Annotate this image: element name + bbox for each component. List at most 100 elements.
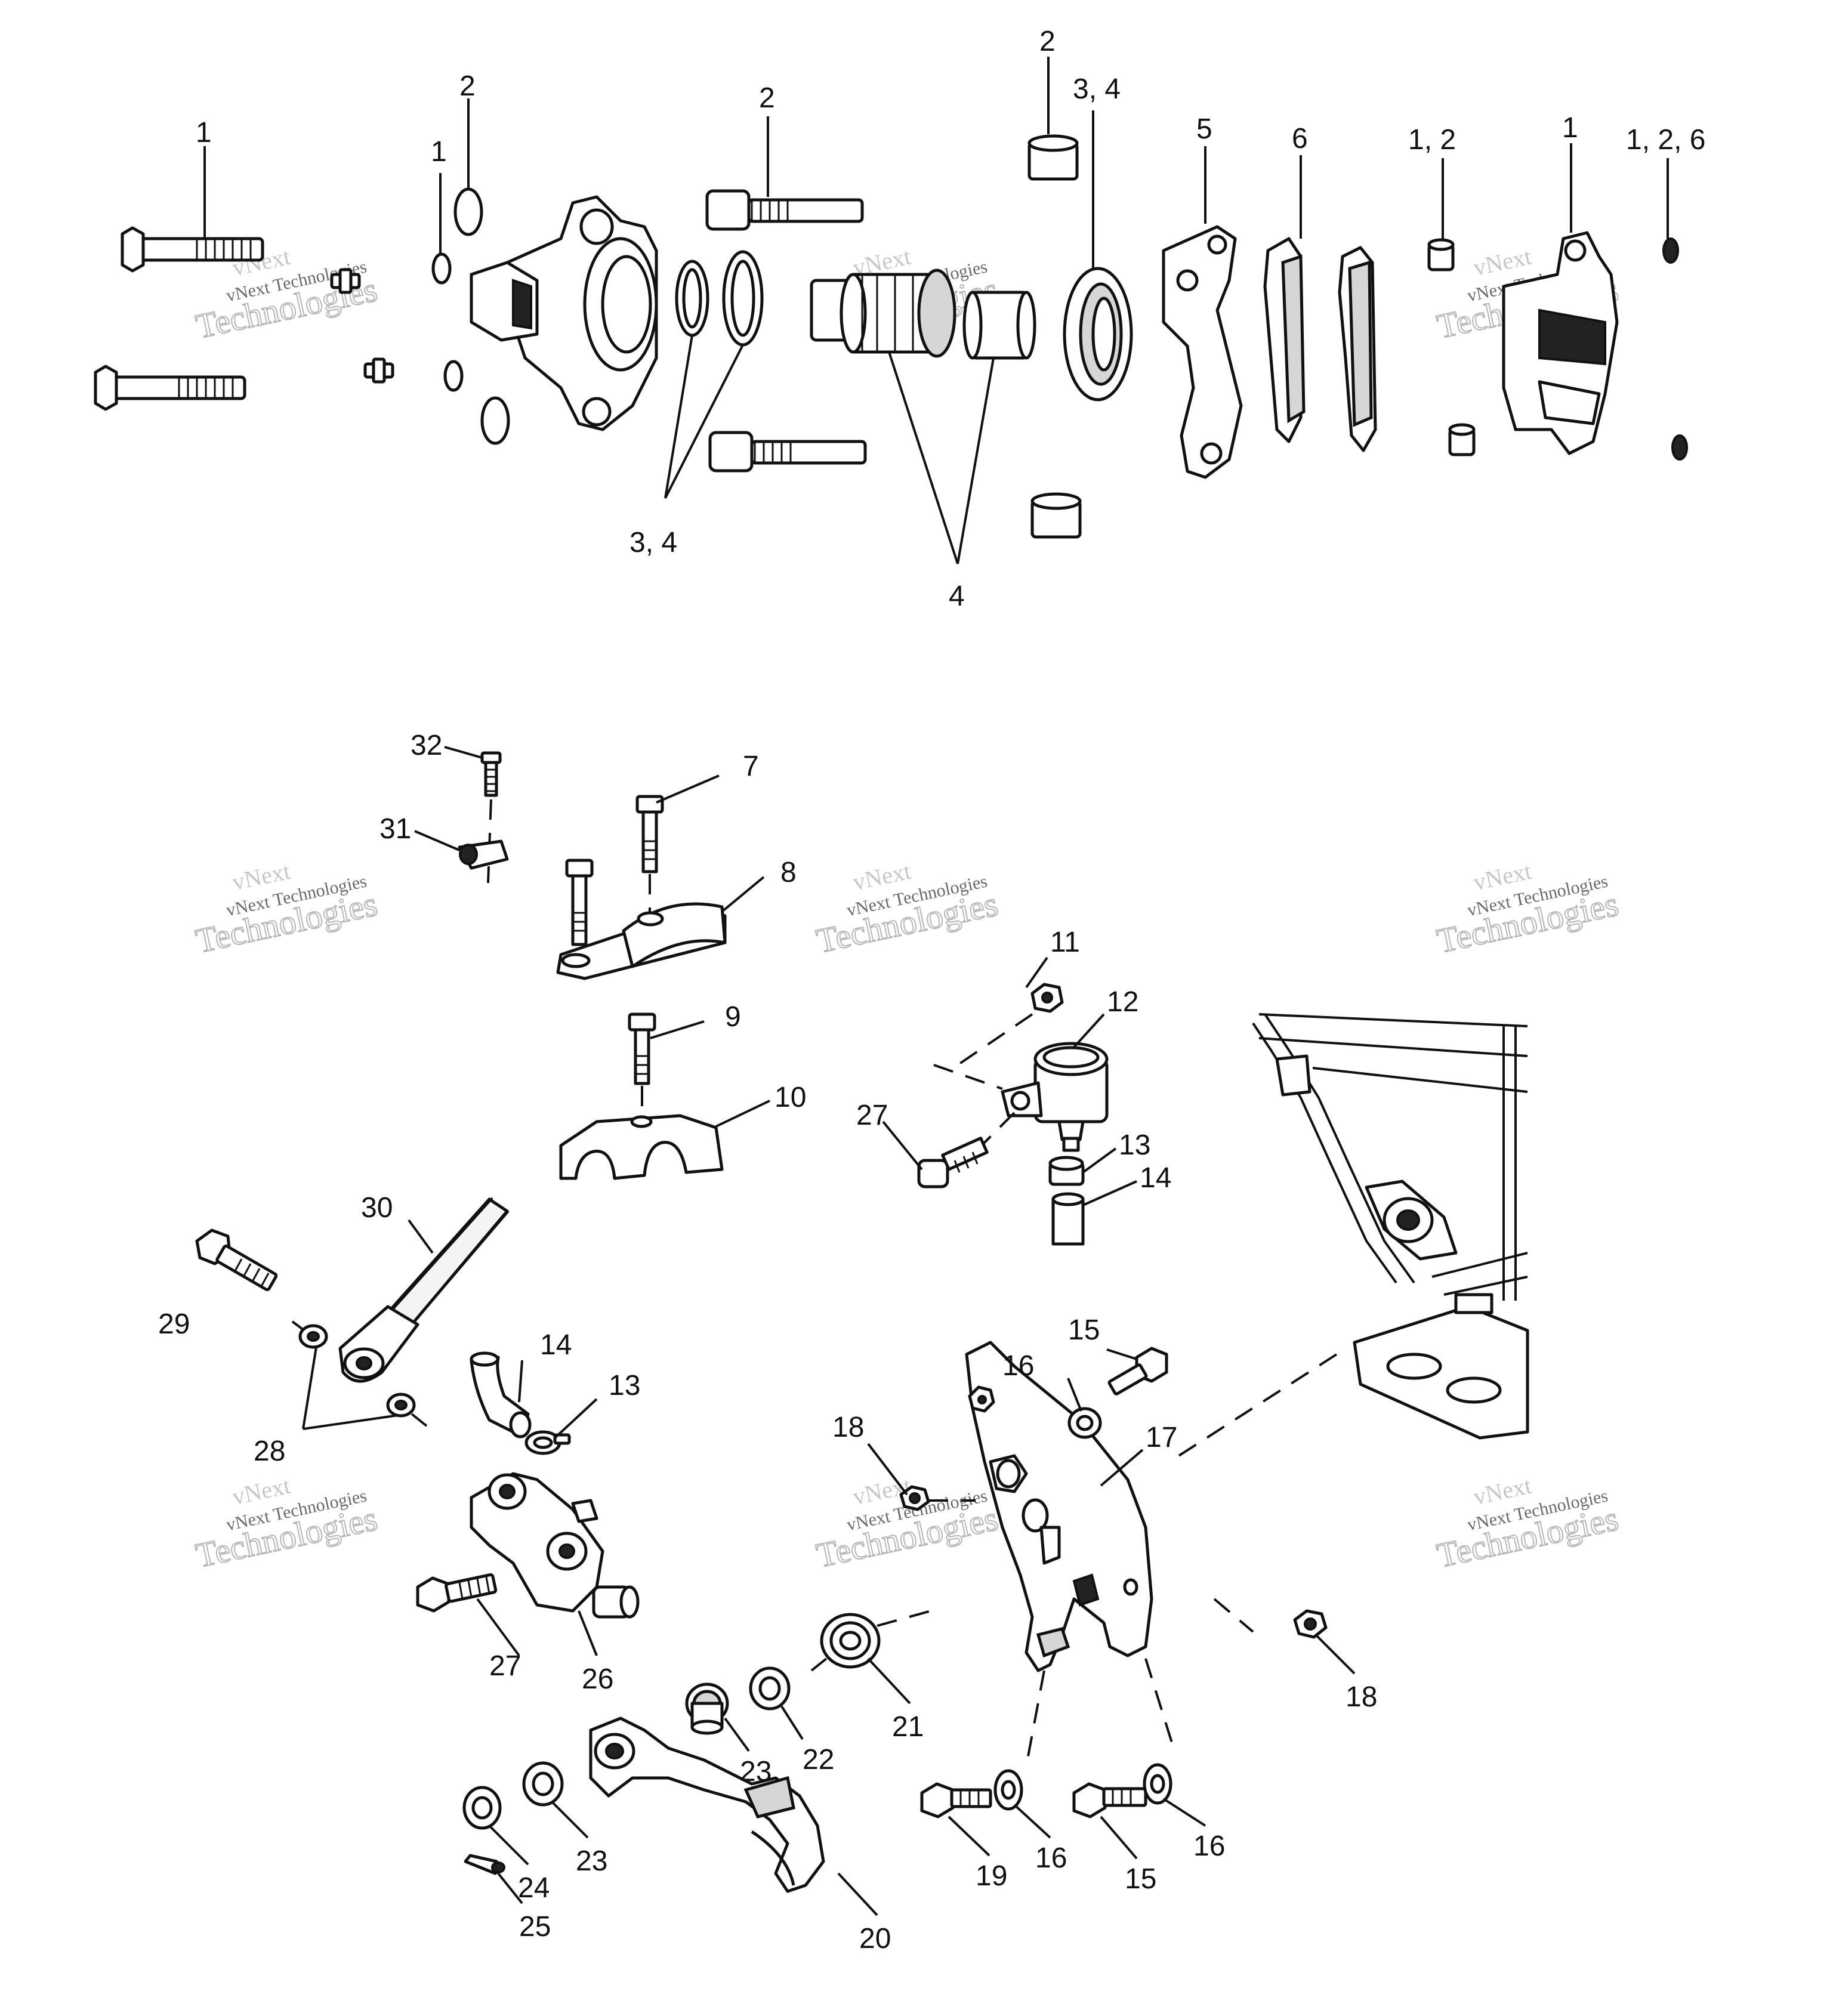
dashed-guide — [487, 799, 492, 884]
screw-27-upper — [917, 1137, 989, 1188]
brake-line-30 — [386, 1197, 510, 1326]
callout-label: 32 — [411, 730, 442, 761]
pedal-leader-lines — [302, 746, 1356, 1916]
callout-label: 1, 2, 6 — [1626, 124, 1705, 156]
callout-label: 6 — [1292, 123, 1308, 155]
banjo-bolt-29 — [195, 1228, 278, 1292]
callout-label: 19 — [976, 1860, 1007, 1892]
brake-pad-2 — [1338, 246, 1377, 452]
caliper-housing — [470, 195, 658, 431]
small-washer — [431, 252, 452, 285]
callout-label: 27 — [489, 1650, 521, 1682]
bleeder-fitting-upper — [330, 268, 361, 294]
bolt-9 — [628, 1012, 656, 1085]
caliper-body — [1502, 231, 1619, 455]
callout-label: 16 — [1193, 1830, 1225, 1862]
callout-label: 12 — [1107, 986, 1138, 1018]
dashed-guide — [977, 1112, 1016, 1150]
callout-label: 17 — [1146, 1422, 1177, 1453]
bleeder-fitting-lower — [363, 357, 394, 384]
callout-label: 11 — [1050, 927, 1080, 958]
callout-label: 8 — [780, 857, 797, 888]
watermark: vNext vNext Technologies Technologies — [813, 1472, 1002, 1576]
vehicle-frame — [1252, 1013, 1529, 1440]
watermark: vNext vNext Technologies Technologies — [192, 1472, 381, 1576]
callout-label: 9 — [725, 1001, 741, 1033]
bolt-15-upper — [1107, 1347, 1168, 1396]
watermark: vNext vNext Technologies Technologies — [1433, 857, 1622, 961]
pedal-bushing-23 — [685, 1682, 729, 1735]
dashed-guide — [956, 1013, 1033, 1066]
watermark: vNext vNext Technologies Technologies — [813, 857, 1002, 961]
callout-label: 4 — [949, 581, 965, 612]
dashed-guide — [1025, 1670, 1045, 1767]
callout-label: 15 — [1125, 1863, 1156, 1895]
dashed-guide — [1144, 1658, 1177, 1755]
callout-label: 2 — [1039, 26, 1056, 57]
callout-label: 13 — [609, 1370, 640, 1401]
callout-label: 23 — [576, 1845, 607, 1877]
watermark: vNext vNext Technologies Technologies — [192, 857, 381, 961]
callout-label: 18 — [832, 1412, 864, 1443]
mounting-plate-17 — [965, 1341, 1153, 1672]
hose-14-lower — [470, 1351, 532, 1438]
callout-label: 27 — [856, 1100, 888, 1131]
callout-label: 2 — [459, 70, 476, 102]
piston-seal — [675, 260, 709, 337]
callout-label: 7 — [743, 751, 759, 782]
callout-label: 1 — [1562, 112, 1578, 144]
callout-label: 31 — [379, 813, 411, 845]
hose-14-upper — [1051, 1192, 1085, 1246]
callout-label: 5 — [1196, 113, 1212, 145]
retaining-clip — [1662, 237, 1679, 264]
piston — [810, 268, 956, 358]
callout-labels: 1 2 1 2 2 3, 4 5 6 1, 2 1 1, 2, 6 3, 4 4… — [158, 26, 1705, 1955]
nut-11 — [1030, 983, 1064, 1013]
callout-label: 10 — [774, 1082, 806, 1113]
dust-seal — [722, 250, 764, 347]
callout-label: 14 — [1140, 1162, 1171, 1194]
o-ring — [453, 187, 483, 236]
clamp-8 — [556, 902, 727, 980]
dashed-guide — [1168, 1353, 1338, 1463]
retaining-clip — [1671, 434, 1688, 461]
o-ring — [480, 396, 510, 445]
reservoir-12 — [1001, 1042, 1109, 1152]
sleeve-bolt-lower — [708, 431, 867, 473]
cotter-pin-25 — [464, 1854, 505, 1875]
callout-label: 15 — [1068, 1314, 1100, 1346]
callout-label: 1 — [196, 117, 212, 149]
dashed-guide — [411, 1413, 428, 1427]
dashed-guide — [877, 1610, 931, 1627]
dashed-guide — [933, 1064, 1003, 1090]
large-seal — [1063, 267, 1133, 402]
dashed-guide — [291, 1320, 306, 1332]
callout-label: 29 — [158, 1308, 190, 1340]
bolt-15-lower — [1072, 1782, 1147, 1819]
bushing-lower — [1030, 492, 1082, 539]
return-spring-21 — [810, 1613, 881, 1672]
callout-label: 30 — [361, 1192, 393, 1224]
small-washer — [443, 360, 464, 392]
callout-label: 2 — [759, 82, 775, 114]
callout-label: 18 — [1346, 1681, 1377, 1713]
watermark: vNext vNext Technologies Technologies — [1433, 1472, 1622, 1576]
bolt-19 — [920, 1782, 992, 1819]
callout-label: 22 — [803, 1744, 834, 1776]
caliper-assembly — [94, 57, 1688, 564]
nut-18-lower — [1293, 1609, 1328, 1639]
brake-pedal-20 — [589, 1716, 825, 1893]
caliper-bracket — [1162, 225, 1243, 479]
brake-pad-1 — [1263, 237, 1306, 443]
piston-insert — [962, 291, 1036, 360]
hose-clamp-13-lower — [524, 1430, 571, 1455]
callout-label: 20 — [859, 1923, 891, 1955]
master-cylinder-26 — [470, 1472, 640, 1619]
callout-label: 1 — [431, 136, 447, 168]
hose-clamp-13-upper — [1048, 1156, 1085, 1186]
bolt-7a — [635, 795, 664, 873]
callout-label: 25 — [519, 1911, 551, 1943]
callout-label: 1, 2 — [1408, 124, 1456, 156]
bushing-upper — [1027, 134, 1079, 181]
